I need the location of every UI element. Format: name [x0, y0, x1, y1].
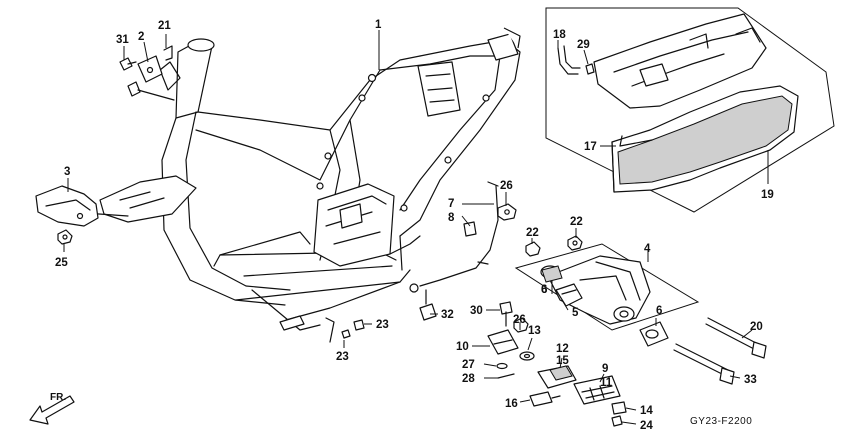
callout-12: 12: [556, 343, 569, 355]
callout-5: 5: [572, 307, 579, 319]
long-bolts: [673, 317, 767, 385]
diagram-code: GY23-F2200: [690, 416, 752, 427]
callout-22a: 22: [526, 227, 539, 239]
callout-1: 1: [375, 19, 382, 31]
callout-32: 32: [441, 309, 454, 321]
callout-33: 33: [744, 374, 757, 386]
callout-28: 28: [462, 373, 475, 385]
callout-26a: 26: [500, 180, 513, 192]
callout-13: 13: [528, 325, 541, 337]
callout-19: 19: [761, 189, 774, 201]
front-small-parts: [35, 45, 175, 245]
front-direction-arrow: FR.: [29, 392, 75, 425]
callout-30: 30: [470, 305, 483, 317]
callout-14: 14: [640, 405, 653, 417]
callout-31: 31: [116, 34, 129, 46]
callout-27: 27: [462, 359, 475, 371]
callout-6a: 6: [541, 284, 547, 296]
callout-26b: 26: [513, 314, 526, 326]
leader-lines: [63, 30, 769, 425]
callout-16: 16: [505, 398, 518, 410]
callout-6c: 6: [656, 305, 662, 317]
callout-4: 4: [644, 243, 651, 255]
callout-18: 18: [553, 29, 566, 41]
callout-24: 24: [640, 420, 653, 432]
callout-7: 7: [448, 198, 454, 210]
callout-15: 15: [556, 355, 569, 367]
callout-29: 29: [577, 39, 590, 51]
callout-11: 11: [600, 377, 613, 389]
callout-8: 8: [448, 212, 455, 224]
callout-17: 17: [584, 141, 597, 153]
callout-23b: 23: [336, 351, 349, 363]
callout-21: 21: [158, 20, 171, 32]
direction-label: FR.: [50, 392, 66, 403]
callout-25: 25: [55, 257, 68, 269]
callout-9: 9: [602, 363, 608, 375]
callout-22b: 22: [570, 216, 583, 228]
fender-group: [545, 7, 835, 213]
callout-numbers: 1 2 3 4 5 6 6 7 8 9 10 11 12 13 14 15 16…: [55, 19, 774, 432]
callout-3: 3: [64, 166, 70, 178]
callout-23a: 23: [376, 319, 389, 331]
callout-20: 20: [750, 321, 763, 333]
callout-6b: 6: [541, 284, 547, 296]
callout-10: 10: [456, 341, 469, 353]
frame-body: [69, 27, 521, 331]
callout-2: 2: [138, 31, 144, 43]
center-small-parts: [325, 181, 627, 427]
